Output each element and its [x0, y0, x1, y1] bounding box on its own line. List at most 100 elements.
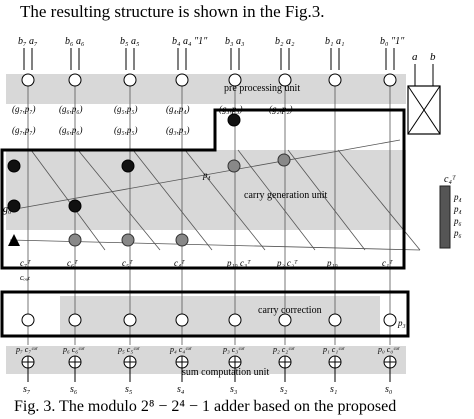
carry-correction-boundary — [0, 290, 410, 338]
node-layer — [7, 73, 397, 369]
triangle-cell — [8, 234, 20, 246]
sum-pair-label-0: p₇ c₇ᶜᵒʳ — [15, 345, 39, 354]
diagonal-wire-1 — [77, 149, 161, 251]
carry-label-0: c₇ᵀ — [20, 258, 31, 268]
output-label-7: s₀ — [385, 384, 393, 395]
sum-pair-label-4: p₃ c₃ᶜᵒʳ — [222, 345, 246, 354]
sum-pair-label-7: p₀ c₀ᶜᵒʳ — [377, 345, 401, 354]
gp-label-1: (g₆,p₆) — [59, 104, 83, 114]
feedback-wire-1 — [9, 139, 401, 211]
gp-label-0: (g₇,p₇) — [12, 104, 36, 114]
intro-text: The resulting structure is shown in the … — [20, 2, 325, 21]
carry-label-2: c₅ᵀ — [122, 258, 133, 268]
gp2-label-3: (g₃,p₃) — [166, 125, 190, 135]
gray-cell-4 — [277, 153, 291, 167]
output-label-0: s₇ — [23, 384, 31, 395]
black-cell-3 — [7, 199, 21, 213]
figure-caption: Fig. 3. The modulo 2⁸ − 2⁴ − 1 adder bas… — [14, 398, 397, 415]
c4-block — [439, 185, 451, 249]
black-cell-4 — [227, 113, 241, 127]
diagonal-wire-6 — [337, 149, 421, 251]
input-label-3: b₄ a₄ "1" — [172, 36, 208, 47]
correction-cell-6 — [328, 313, 342, 327]
c-out-label: cₒᵤₜ — [20, 273, 30, 282]
correction-cell-4 — [228, 313, 242, 327]
correction-cell-7 — [383, 313, 397, 327]
diagonal-wire-0 — [30, 149, 106, 251]
pre-processing-cell-0 — [21, 73, 35, 87]
input-label-7: b₀ "1" — [380, 36, 405, 47]
carry-label-7: c₁ᵀ — [382, 258, 393, 268]
input-label-0: b₇ a₇ — [18, 36, 38, 47]
p3-label: p₃ — [397, 318, 406, 328]
gray-cell-2 — [175, 233, 189, 247]
carry-generation-band — [6, 150, 406, 230]
gp2-label-2: (g₅,p₅) — [114, 125, 138, 135]
p4-label: p₄ — [202, 170, 211, 180]
gp-label-3: (g₄,p₄) — [166, 104, 190, 114]
right-operator-cross-2 — [407, 85, 441, 135]
sum-pair-label-6: p₁ c₁ᶜᵒʳ — [322, 345, 346, 354]
wire-layer — [9, 86, 421, 345]
diagonal-wire-2 — [132, 149, 213, 251]
output-label-3: s₄ — [177, 384, 185, 395]
input-label-2: b₅ a₅ — [120, 36, 140, 47]
carry-label-5: p₂ c₂ᵀ — [276, 258, 298, 268]
pre-processing-cell-7 — [383, 73, 397, 87]
gp-label-2: (g₅,p₅) — [114, 104, 138, 114]
correction-cell-5 — [278, 313, 292, 327]
carry-label-3: c₄ᵀ — [174, 258, 185, 268]
block-output-1: p₄ — [453, 192, 462, 202]
gp2-label-0: (g₇,p₇) — [12, 125, 36, 135]
carry-generation-label: carry generation unit — [244, 190, 328, 201]
gp2-label-1: (g₆,p₆) — [59, 125, 83, 135]
output-label-2: s₅ — [125, 384, 133, 395]
output-label-5: s₂ — [280, 384, 288, 395]
sum-pair-label-3: p₄ c₄ᶜᵒʳ — [169, 345, 193, 354]
sum-pair-label-1: p₆ c₆ᶜᵒʳ — [62, 345, 86, 354]
correction-cell-3 — [175, 313, 189, 327]
carry-label-6: p₁₀ — [326, 258, 338, 268]
input-label-6: b₁ a₁ — [325, 36, 344, 47]
input-label-5: b₂ a₂ — [275, 36, 295, 47]
sum-computation-label: sum computation unit — [182, 367, 269, 378]
carry-label-1: c₆ᵀ — [67, 258, 78, 268]
sum-pair-label-5: p₂ c₂ᶜᵒʳ — [272, 345, 296, 354]
block-output-3: p₆ — [453, 216, 462, 226]
black-cell-1 — [121, 159, 135, 173]
pre-processing-cell-2 — [123, 73, 137, 87]
carry-label-4: p₁₀ c₃ᵀ — [226, 258, 251, 268]
gp-label-5: (g₂,p₂) — [269, 104, 293, 114]
correction-cell-0 — [21, 313, 35, 327]
right-input-a: a — [412, 51, 418, 63]
output-label-1: s₆ — [70, 384, 78, 395]
diagonal-wire-3 — [184, 149, 266, 251]
g0-label: g₀ — [3, 204, 12, 215]
c4-block-label: c₄ᵀ — [444, 174, 457, 185]
block-output-4: p₆ — [453, 228, 462, 238]
carry-generation-boundary — [0, 108, 406, 270]
pre-processing-band — [6, 74, 406, 104]
pre-processing-cell-6 — [328, 73, 342, 87]
right-input-b: b — [430, 51, 436, 63]
block-output-2: p₄ — [453, 204, 462, 214]
pre-processing-cell-3 — [175, 73, 189, 87]
output-label-4: s₃ — [230, 384, 238, 395]
pre-processing-cell-4 — [228, 73, 242, 87]
black-cell-2 — [68, 199, 82, 213]
black-cell-0 — [7, 159, 21, 173]
gray-cell-0 — [68, 233, 82, 247]
gray-cell-1 — [121, 233, 135, 247]
pre-processing-label: pre processing unit — [224, 83, 300, 94]
correction-cell-1 — [68, 313, 82, 327]
input-label-1: b₆ a₆ — [65, 36, 85, 47]
correction-cell-2 — [123, 313, 137, 327]
pre-processing-cell-5 — [278, 73, 292, 87]
carry-correction-band — [60, 296, 380, 336]
gp-label-4: (g₃,p₃) — [219, 104, 243, 114]
diagonal-wire-5 — [287, 149, 366, 251]
output-label-6: s₁ — [330, 384, 337, 395]
input-label-4: b₃ a₃ — [225, 36, 245, 47]
pre-processing-cell-1 — [68, 73, 82, 87]
